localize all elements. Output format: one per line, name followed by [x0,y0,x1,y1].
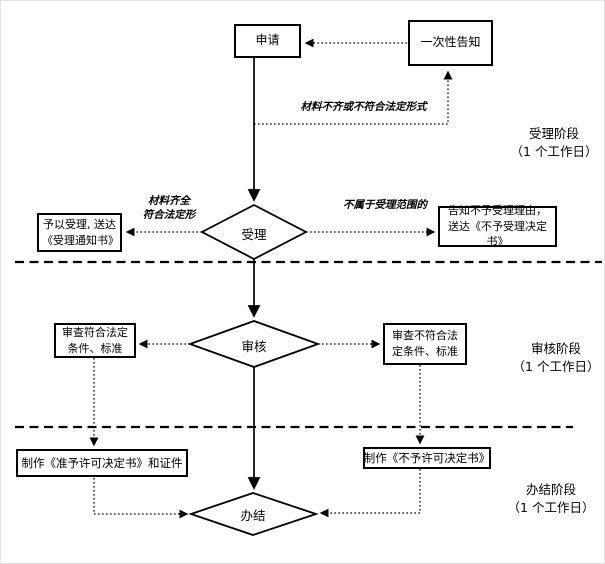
make-reject-label: 制作《不予许可决定书》 [363,450,491,465]
review-fail-node: 审查不符合法定条件、标准 [383,323,467,365]
apply-label: 申请 [255,33,280,48]
not-in-scope-label: 不属于受理范围的 [343,199,427,211]
close-diamond-label: 办结 [240,508,266,523]
stage-review-label: 审核阶段 （1 个工作日） [501,340,604,375]
stage-accept-duration: （1 个工作日） [510,143,598,159]
one-time-notice-node: 一次性告知 [408,20,493,66]
make-grant-label: 制作《准予许可决定书》和证件 [21,455,183,470]
stage-close-duration: （1 个工作日） [507,499,595,515]
make-grant-node: 制作《准予许可决定书》和证件 [16,449,188,477]
stage-close-name: 办结阶段 [525,482,576,497]
stage-review-name: 审核阶段 [530,341,581,356]
grant-accept-label: 予以受理, 送达《受理通知书》 [42,217,119,247]
edge-make-grant-to-close [93,478,189,519]
stage-accept-name: 受理阶段 [528,126,579,141]
grant-accept-node: 予以受理, 送达《受理通知书》 [37,213,122,252]
complete-materials-line2: 符合法定形 [142,209,196,222]
incomplete-materials-label: 材料不齐或不符合法定形式 [300,101,427,113]
accept-diamond-label: 受理 [241,227,267,242]
review-pass-label: 审查符合法定条件、标准 [62,325,128,355]
edge-make-reject-to-close [319,469,421,518]
accept-diamond-shape [200,203,308,261]
apply-node: 申请 [234,24,301,58]
close-diamond-shape [188,492,319,536]
review-pass-node: 审查符合法定条件、标准 [54,323,136,358]
complete-materials-line1: 材料齐全 [148,195,190,207]
edge-incomplete-to-notice [254,70,453,125]
stage-review-duration: （1 个工作日） [512,358,600,374]
reject-accept-node: 告知不予受理理由，送达《不予受理决定书》 [438,204,557,248]
make-reject-node: 制作《不予许可决定书》 [363,447,491,469]
stage-close-label: 办结阶段 （1 个工作日） [496,481,604,516]
review-diamond-label: 审核 [241,339,267,354]
review-diamond-shape [187,320,321,368]
review-fail-label: 审查不符合法定条件、标准 [392,329,458,358]
one-time-notice-label: 一次性告知 [420,35,481,50]
stage-accept-label: 受理阶段 （1 个工作日） [501,125,604,160]
complete-materials-label: 材料齐全 符合法定形 [129,194,209,222]
reject-accept-label: 告知不予受理理由，送达《不予受理决定书》 [448,203,547,249]
